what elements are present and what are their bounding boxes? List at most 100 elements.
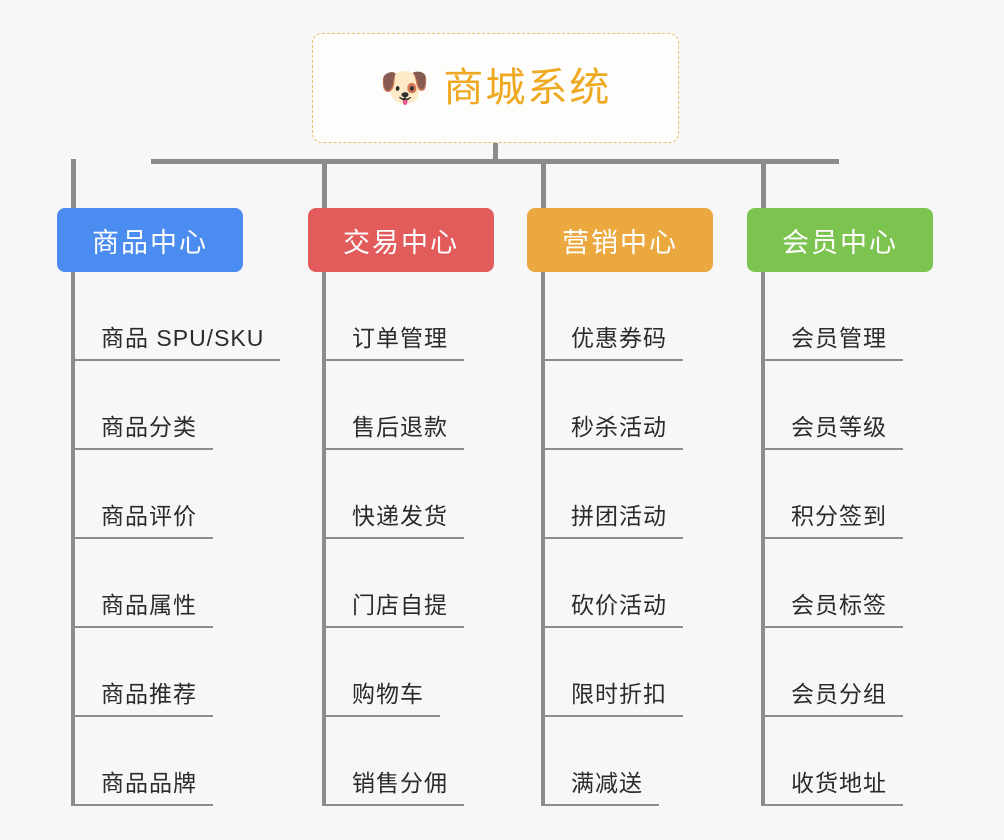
connector-horizontal-bus <box>151 159 839 164</box>
leaf-label: 秒杀活动 <box>571 413 667 440</box>
leaf-list-trade-center: 订单管理售后退款快递发货门店自提购物车销售分佣 <box>308 272 494 806</box>
branch-label-trade-center: 交易中心 <box>343 227 459 258</box>
leaf-label: 会员分组 <box>791 680 887 707</box>
leaf-underline: 商品 SPU/SKU <box>73 324 281 361</box>
leaf-item[interactable]: 拼团活动 <box>527 450 713 539</box>
connector-drop-trade-center <box>322 159 327 208</box>
leaf-label: 商品 SPU/SKU <box>101 324 265 351</box>
leaf-underline: 购物车 <box>324 680 440 717</box>
leaf-item[interactable]: 会员标签 <box>747 539 933 628</box>
branch-column-trade-center: 交易中心订单管理售后退款快递发货门店自提购物车销售分佣 <box>308 208 494 806</box>
leaf-item[interactable]: 销售分佣 <box>308 717 494 806</box>
branch-label-marketing-center: 营销中心 <box>562 227 678 258</box>
branch-column-marketing-center: 营销中心优惠券码秒杀活动拼团活动砍价活动限时折扣满减送 <box>527 208 713 806</box>
leaf-label: 积分签到 <box>791 502 887 529</box>
leaf-item[interactable]: 售后退款 <box>308 361 494 450</box>
leaf-list-marketing-center: 优惠券码秒杀活动拼团活动砍价活动限时折扣满减送 <box>527 272 713 806</box>
branch-box-member-center[interactable]: 会员中心 <box>747 208 933 272</box>
connector-trunk-marketing-center <box>541 272 545 806</box>
leaf-label: 商品属性 <box>101 591 197 618</box>
leaf-label: 门店自提 <box>352 591 448 618</box>
leaf-item[interactable]: 会员分组 <box>747 628 933 717</box>
connector-trunk-trade-center <box>322 272 326 806</box>
leaf-item[interactable]: 购物车 <box>308 628 494 717</box>
connector-trunk-member-center <box>761 272 765 806</box>
leaf-label: 优惠券码 <box>571 324 667 351</box>
leaf-label: 商品评价 <box>101 502 197 529</box>
leaf-label: 限时折扣 <box>571 680 667 707</box>
leaf-underline: 销售分佣 <box>324 769 464 806</box>
leaf-underline: 门店自提 <box>324 591 464 628</box>
leaf-underline: 会员管理 <box>763 324 903 361</box>
leaf-underline: 会员标签 <box>763 591 903 628</box>
leaf-underline: 优惠券码 <box>543 324 683 361</box>
leaf-list-product-center: 商品 SPU/SKU 商品分类商品评价商品属性商品推荐商品品牌 <box>57 272 281 806</box>
leaf-underline: 商品推荐 <box>73 681 213 717</box>
leaf-underline: 售后退款 <box>324 413 464 450</box>
branch-column-member-center: 会员中心会员管理会员等级积分签到会员标签会员分组收货地址 <box>747 208 933 806</box>
branch-box-trade-center[interactable]: 交易中心 <box>308 208 494 272</box>
leaf-label: 购物车 <box>352 680 424 707</box>
branch-column-product-center: 商品中心商品 SPU/SKU 商品分类商品评价商品属性商品推荐商品品牌 <box>57 208 281 806</box>
leaf-item[interactable]: 商品品牌 <box>57 717 243 806</box>
leaf-underline: 订单管理 <box>324 325 464 361</box>
branch-label-member-center: 会员中心 <box>782 227 898 258</box>
leaf-label: 收货地址 <box>791 769 887 796</box>
leaf-item[interactable]: 优惠券码 <box>527 272 713 361</box>
leaf-label: 会员等级 <box>791 413 887 440</box>
leaf-underline: 商品分类 <box>73 413 213 450</box>
leaf-item[interactable]: 门店自提 <box>308 539 494 628</box>
leaf-item[interactable]: 商品属性 <box>57 539 243 628</box>
leaf-underline: 商品属性 <box>73 591 213 628</box>
leaf-underline: 秒杀活动 <box>543 413 683 450</box>
leaf-underline: 限时折扣 <box>543 680 683 717</box>
leaf-label: 商品分类 <box>101 413 197 440</box>
leaf-underline: 商品品牌 <box>73 769 213 806</box>
leaf-label: 商品品牌 <box>101 769 197 796</box>
leaf-underline: 积分签到 <box>763 502 903 539</box>
leaf-label: 快递发货 <box>352 502 448 529</box>
leaf-item[interactable]: 秒杀活动 <box>527 361 713 450</box>
leaf-label: 售后退款 <box>352 413 448 440</box>
leaf-item[interactable]: 会员等级 <box>747 361 933 450</box>
leaf-item[interactable]: 收货地址 <box>747 717 933 806</box>
leaf-item[interactable]: 商品推荐 <box>57 628 243 717</box>
connector-trunk-product-center <box>71 272 75 806</box>
leaf-underline: 会员分组 <box>763 680 903 717</box>
root-title: 商城系统 <box>443 66 612 110</box>
shiba-dog-face-icon: 🐶 <box>379 66 430 110</box>
branch-box-marketing-center[interactable]: 营销中心 <box>527 208 713 272</box>
leaf-underline: 会员等级 <box>763 413 903 450</box>
leaf-underline: 砍价活动 <box>543 591 683 628</box>
leaf-label: 会员标签 <box>791 591 887 618</box>
leaf-underline: 满减送 <box>543 769 659 806</box>
leaf-underline: 拼团活动 <box>543 502 683 539</box>
branch-box-product-center[interactable]: 商品中心 <box>57 208 243 272</box>
leaf-label: 拼团活动 <box>571 502 667 529</box>
leaf-underline: 快递发货 <box>324 502 464 539</box>
branch-label-product-center: 商品中心 <box>92 227 208 258</box>
leaf-item[interactable]: 满减送 <box>527 717 713 806</box>
leaf-item[interactable]: 砍价活动 <box>527 539 713 628</box>
leaf-label: 砍价活动 <box>571 591 667 618</box>
leaf-label: 会员管理 <box>791 324 887 351</box>
connector-drop-member-center <box>761 159 766 208</box>
leaf-underline: 收货地址 <box>763 769 903 806</box>
leaf-item[interactable]: 会员管理 <box>747 272 933 361</box>
leaf-item[interactable]: 限时折扣 <box>527 628 713 717</box>
root-node[interactable]: 🐶 商城系统 <box>312 33 679 143</box>
leaf-label: 销售分佣 <box>352 769 448 796</box>
leaf-item[interactable]: 商品分类 <box>57 361 243 450</box>
leaf-list-member-center: 会员管理会员等级积分签到会员标签会员分组收货地址 <box>747 272 933 806</box>
leaf-item[interactable]: 商品评价 <box>57 450 243 539</box>
leaf-item[interactable]: 订单管理 <box>308 272 494 361</box>
connector-drop-product-center <box>71 159 76 208</box>
leaf-item[interactable]: 商品 SPU/SKU <box>57 272 281 361</box>
connector-root-stem <box>493 143 498 163</box>
leaf-item[interactable]: 快递发货 <box>308 450 494 539</box>
leaf-underline: 商品评价 <box>73 502 213 539</box>
leaf-label: 满减送 <box>571 769 643 796</box>
leaf-item[interactable]: 积分签到 <box>747 450 933 539</box>
connector-drop-marketing-center <box>541 159 546 208</box>
